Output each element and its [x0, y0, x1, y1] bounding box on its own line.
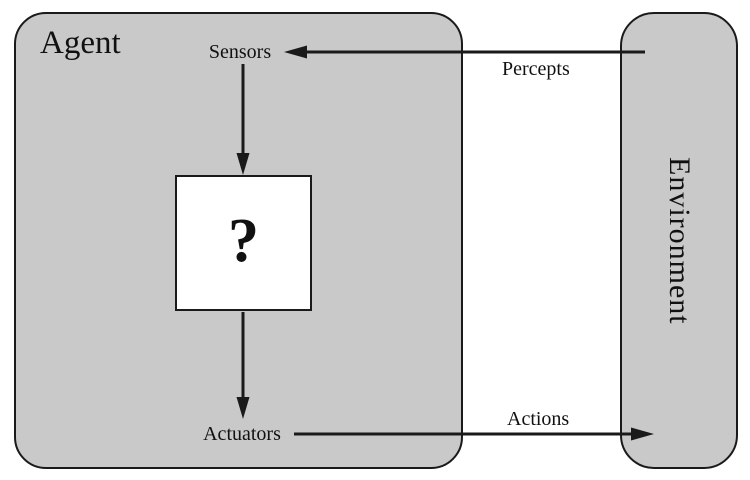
question-mark-label: ?	[228, 207, 259, 275]
sensors-label: Sensors	[208, 41, 272, 63]
environment-box	[620, 12, 738, 469]
percepts-label: Percepts	[502, 58, 570, 80]
actuators-label: Actuators	[203, 423, 281, 445]
actions-label: Actions	[507, 408, 570, 430]
agent-label: Agent	[40, 25, 121, 61]
agent-program-box: ?	[175, 175, 312, 311]
environment-label: Environment	[663, 156, 696, 325]
